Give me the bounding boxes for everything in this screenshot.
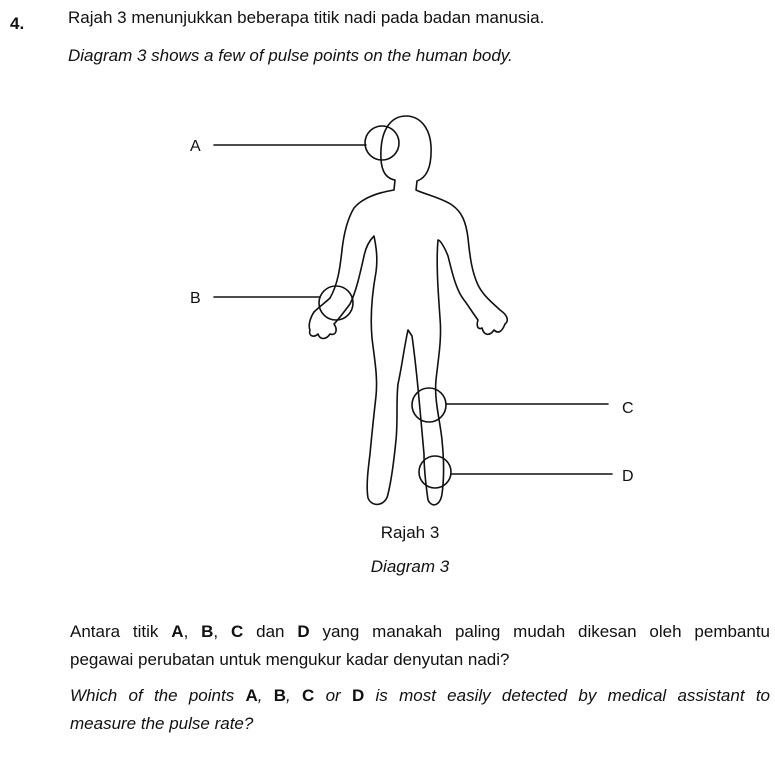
- option-b: B: [201, 622, 214, 641]
- pulse-point-b-circle: [318, 285, 354, 321]
- label-c: C: [622, 400, 634, 417]
- pulse-point-a-circle: [364, 125, 400, 161]
- prompt-english-line-2: measure the pulse rate?: [70, 714, 254, 733]
- option-c: C: [231, 622, 244, 641]
- pulse-point-c-circle: [411, 387, 447, 423]
- pulse-points-diagram: A B C D: [190, 115, 634, 506]
- figure-caption-malay: Rajah 3: [380, 523, 440, 542]
- question-number: 4.: [10, 14, 25, 33]
- prompt-english-line-1: Which of the points A, B, C or D is most…: [70, 686, 770, 705]
- label-d: D: [622, 468, 634, 485]
- question-prompt-english: Which of the points A, B, C or D is most…: [70, 682, 770, 738]
- option-d: D: [351, 686, 365, 705]
- human-body-outline: [308, 115, 508, 506]
- label-a: A: [190, 138, 201, 155]
- figure-caption-english: Diagram 3: [370, 557, 450, 576]
- label-b: B: [190, 290, 201, 307]
- question-prompt-malay: Antara titik A, B, C dan D yang manakah …: [70, 618, 770, 674]
- question-stem-malay: Rajah 3 menunjukkan beberapa titik nadi …: [68, 8, 545, 27]
- question-stem-english: Diagram 3 shows a few of pulse points on…: [68, 46, 513, 65]
- option-a: A: [245, 686, 258, 705]
- option-d: D: [297, 622, 310, 641]
- option-a: A: [171, 622, 184, 641]
- option-c: C: [302, 686, 315, 705]
- pulse-point-d-circle: [418, 455, 452, 489]
- option-b: B: [273, 686, 287, 705]
- prompt-malay-line-1: Antara titik A, B, C dan D yang manakah …: [70, 622, 771, 641]
- prompt-malay-line-2: pegawai perubatan untuk mengukur kadar d…: [70, 650, 510, 669]
